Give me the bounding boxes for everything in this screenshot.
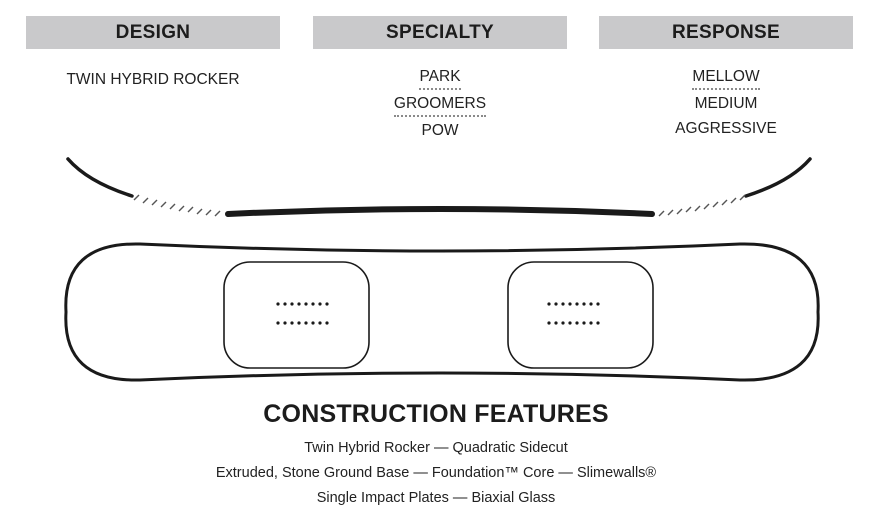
snowboard-diagram [64,157,820,382]
response-options: MELLOW MEDIUM AGGRESSIVE [599,66,853,140]
binding-plate-right [507,261,654,369]
specialty-header: SPECIALTY [313,16,567,49]
design-value: TWIN HYBRID ROCKER [66,71,240,88]
construction-feature-line-2: Extruded, Stone Ground Base — Foundation… [215,465,657,481]
specialty-option-pow: POW [421,122,459,139]
design-header: DESIGN [26,16,280,49]
binding-plate-left [223,261,370,369]
response-option-mellow: MELLOW [692,66,760,90]
specialty-option-park: PARK [419,66,461,90]
insert-holes-left [276,302,329,325]
response-option-medium: MEDIUM [694,95,758,112]
rocker-tip-left [66,157,134,198]
snowboard-outline [64,242,820,382]
specialty-options: PARK GROOMERS POW [313,66,567,142]
rocker-transition-hatch [133,194,746,217]
insert-holes-right [547,302,600,325]
design-value-column: TWIN HYBRID ROCKER [26,66,280,93]
rocker-camber-center [225,206,655,217]
response-option-aggressive: AGGRESSIVE [675,120,777,137]
rocker-profile [66,157,812,217]
construction-feature-line-1: Twin Hybrid Rocker — Quadratic Sidecut [304,440,568,456]
response-header: RESPONSE [599,16,853,49]
rocker-tip-right [744,157,812,198]
specialty-option-groomers: GROOMERS [393,93,487,117]
construction-feature-line-3: Single Impact Plates — Biaxial Glass [316,490,556,506]
construction-features-title: CONSTRUCTION FEATURES [263,400,609,428]
